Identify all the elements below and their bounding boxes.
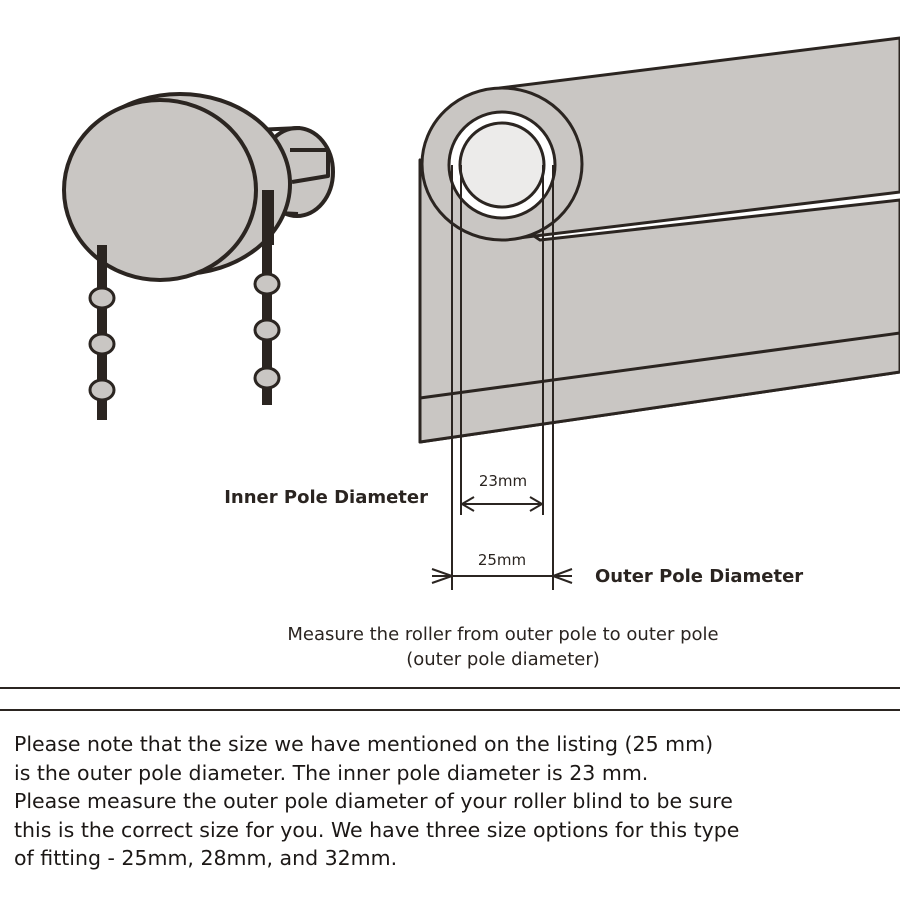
measurement-guides [451, 165, 554, 590]
caption-line-2: (outer pole diameter) [406, 649, 600, 670]
chain-control-mechanism [62, 92, 335, 282]
caption-line-1: Measure the roller from outer pole to ou… [287, 624, 718, 645]
note-line: of fitting - 25mm, 28mm, and 32mm. [14, 846, 398, 871]
divider-top [0, 687, 900, 689]
bottom-bar [418, 331, 900, 444]
note-line: Please note that the size we have mentio… [14, 732, 714, 756]
pole-cross-section [447, 110, 557, 220]
note-line: is the outer pole diameter. The inner po… [14, 760, 649, 785]
bead-chain-left [88, 245, 116, 420]
divider-bottom [0, 709, 900, 711]
outer-pole-label: Outer Pole Diameter [595, 566, 803, 587]
inner-pole-label: Inner Pole Diameter [224, 487, 428, 508]
outer-dim-label: 25mm [478, 551, 526, 569]
sizing-note: Please note that the size we have mentio… [14, 730, 894, 873]
inner-dim-label: 23mm [479, 472, 527, 490]
note-line: Please measure the outer pole diameter o… [14, 789, 733, 814]
roller-blind [418, 36, 900, 444]
inner-pole-core [458, 121, 546, 209]
outer-dimension-arrow [431, 568, 573, 584]
note-line: this is the correct size for you. We hav… [14, 817, 740, 842]
bead-chain-right [253, 245, 281, 405]
inner-dimension-arrow [460, 496, 544, 512]
